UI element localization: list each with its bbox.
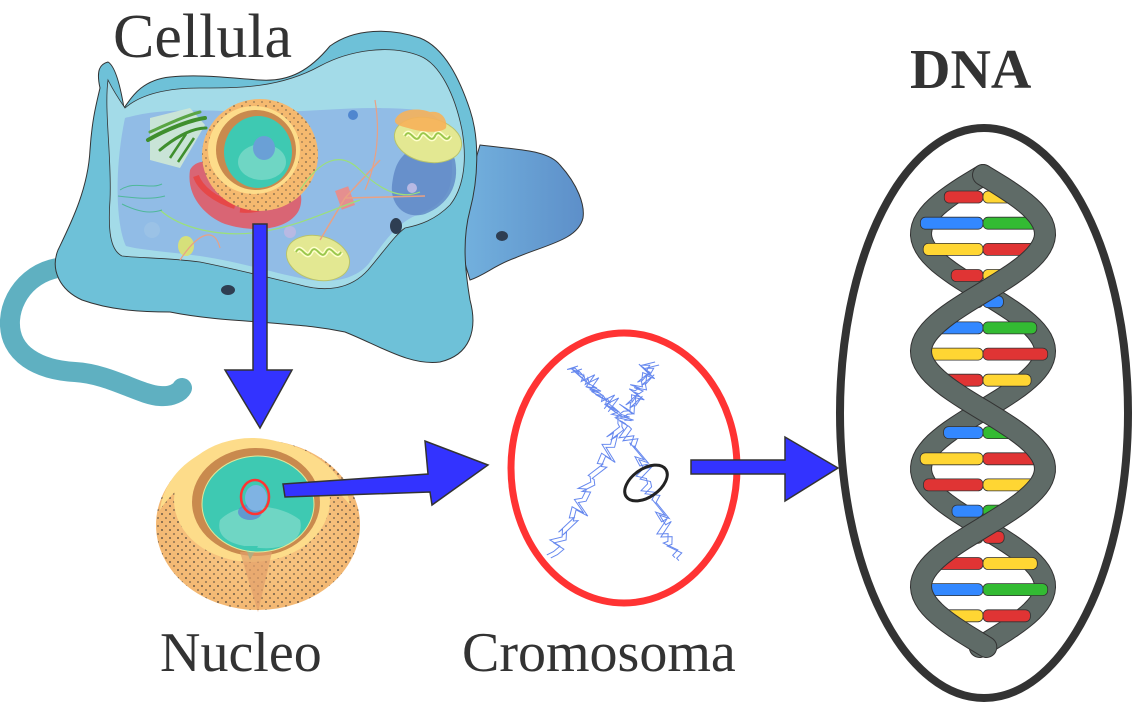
dna-base-yellow <box>982 373 1032 387</box>
dna-base-red <box>923 478 984 492</box>
dna-base-green <box>982 583 1049 596</box>
vesicle <box>348 110 358 120</box>
chromosome-arm <box>618 361 656 418</box>
chromosome-arm <box>622 364 660 421</box>
cell-label: Cellula <box>113 3 293 71</box>
dna-label: DNA <box>910 39 1032 101</box>
cell-pseudopod <box>454 144 584 281</box>
chromosome-label: Cromosoma <box>462 622 736 684</box>
vesicle <box>144 222 160 238</box>
cell-granule <box>496 231 508 241</box>
dna-base-yellow <box>919 452 984 466</box>
dna-base-red <box>982 347 1049 361</box>
dna-base-blue <box>943 426 984 440</box>
lysosome <box>394 109 447 132</box>
chromosome-arm <box>550 420 625 559</box>
dna-base-green <box>982 321 1038 335</box>
dna-backbone-strand <box>910 165 1056 657</box>
chromosome-dna-highlight-ring <box>623 463 669 503</box>
cell-granule <box>390 218 402 234</box>
dna-base-blue <box>920 216 984 230</box>
arrow-chromosome-to-dna <box>690 435 840 503</box>
chromosome-arm <box>615 417 679 558</box>
chromosome-arm <box>570 368 632 422</box>
dna-base-red <box>950 269 984 282</box>
dna-base-red <box>943 190 984 204</box>
mitochondrion-icon <box>285 234 351 282</box>
dna-double-helix-icon <box>836 124 1132 702</box>
dna-base-blue <box>951 504 984 518</box>
chromosome-arm <box>546 417 621 556</box>
dna-front-strand <box>909 164 1057 658</box>
nucleolus-highlight-ring <box>239 478 271 516</box>
dna-base-red <box>982 609 1031 623</box>
vesicle <box>407 183 417 193</box>
nucleus-label: Nucleo <box>160 622 322 684</box>
vesicle <box>178 236 194 256</box>
dna-base-yellow <box>922 242 984 256</box>
arrow-nucleus-to-chromosome <box>282 439 490 507</box>
cell-flagellum <box>0 257 192 407</box>
cell-nucleus <box>202 99 318 211</box>
chromosome-strands <box>546 361 683 561</box>
nucleus-icon <box>156 438 360 612</box>
arrow-cell-to-nucleus <box>223 223 294 430</box>
cell-granule <box>221 285 235 295</box>
dna-base-yellow <box>982 557 1038 570</box>
dna-highlight-ring <box>836 124 1132 702</box>
golgi-apparatus-icon <box>146 108 208 168</box>
chromosome-arm <box>619 420 683 561</box>
animal-cell-icon <box>0 30 584 407</box>
vesicle <box>284 226 296 238</box>
